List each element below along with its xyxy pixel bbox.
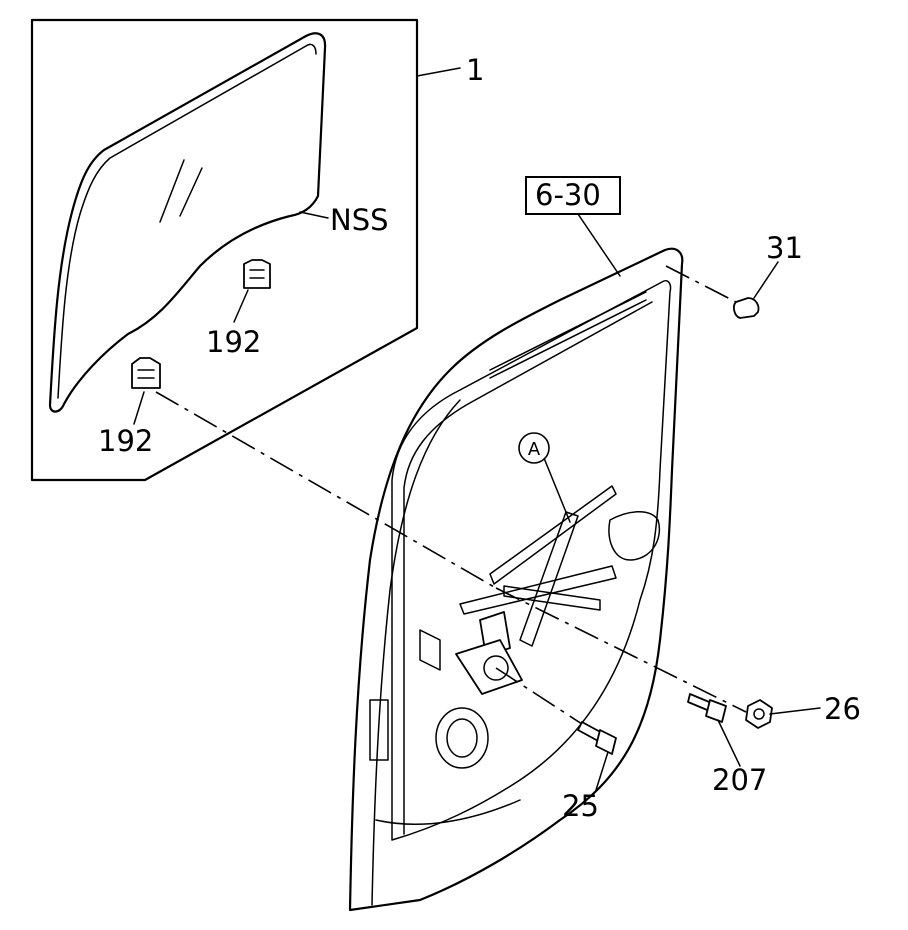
glass-clip-upper: [243, 259, 271, 289]
callout-circle: [518, 432, 550, 464]
label-bolt-short: 25: [562, 789, 599, 823]
label-glass-part: 1: [466, 53, 484, 87]
label-glass-note: NSS: [330, 203, 389, 237]
glass-clip-lower: [131, 357, 161, 389]
label-callout: A: [528, 439, 541, 460]
label-nut: 26: [824, 692, 861, 726]
label-bolt-long: 207: [712, 763, 767, 797]
bumper-31: [733, 297, 760, 319]
label-bumper: 31: [766, 231, 803, 265]
window-regulator: [455, 485, 617, 695]
bolt-25: [577, 721, 617, 755]
label-door-ref: 6-30: [535, 178, 601, 212]
label-clip-lower: 192: [98, 424, 153, 458]
door-glass: [48, 32, 327, 413]
leader-lines-inset: [133, 67, 461, 425]
door-ref-box: [525, 176, 621, 215]
bolt-207: [687, 693, 727, 723]
alignment-lines: [155, 265, 747, 725]
leader-lines-main: [543, 213, 821, 791]
door-panel: [348, 247, 684, 912]
glass-inset-panel: [30, 18, 419, 482]
label-clip-upper: 192: [206, 325, 261, 359]
nut-26: [745, 699, 773, 729]
